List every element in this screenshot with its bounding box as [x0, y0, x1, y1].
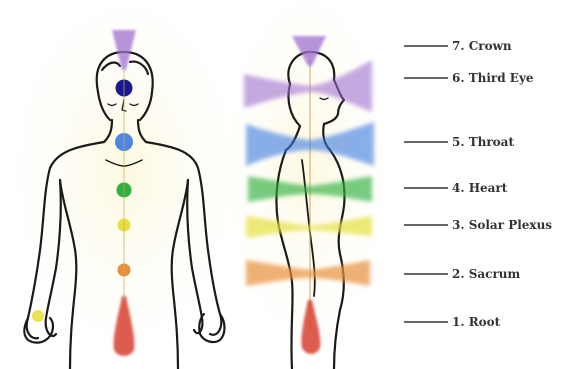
label-column: 7. Crown 6. Third Eye 5. Throat 4. Heart…: [404, 39, 552, 329]
label-solar-plexus: 3. Solar Plexus: [452, 218, 552, 232]
label-heart: 4. Heart: [452, 181, 508, 195]
front-hand-chakra: [32, 310, 44, 322]
label-crown: 7. Crown: [452, 39, 512, 53]
label-third-eye: 6. Third Eye: [452, 71, 534, 85]
label-root: 1. Root: [452, 315, 501, 329]
label-throat: 5. Throat: [452, 135, 514, 149]
label-sacrum: 2. Sacrum: [452, 267, 521, 281]
